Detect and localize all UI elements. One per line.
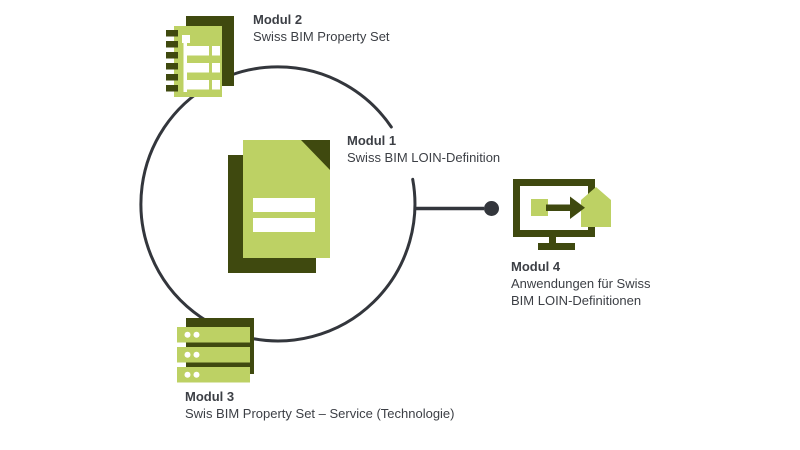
document-text-bar <box>253 218 315 232</box>
document-text-bar <box>253 198 315 212</box>
notebook-list-glyph <box>182 35 220 92</box>
house-icon <box>581 187 611 227</box>
modul4-subtitle-line2: BIM LOIN-Definitionen <box>511 293 642 308</box>
arrow-head-icon <box>570 196 585 219</box>
modul4-label: Modul 4 Anwendungen für Swiss BIM LOIN-D… <box>511 258 650 309</box>
notebook-icon <box>166 16 234 97</box>
arrow-shaft <box>546 204 572 211</box>
modul2-label: Modul 2 Swiss BIM Property Set <box>253 11 390 45</box>
document-icon <box>228 140 330 273</box>
server-shadow <box>186 318 254 374</box>
modul4-title: Modul 4 <box>511 259 561 274</box>
modul2-title: Modul 2 <box>253 12 303 27</box>
modul3-title: Modul 3 <box>185 389 235 404</box>
modul3-label: Modul 3 Swis BIM Property Set – Service … <box>185 388 455 422</box>
modul1-label: Modul 1 Swiss BIM LOIN-Definition <box>347 132 500 166</box>
document-fold <box>301 140 330 170</box>
monitor-icon <box>513 179 611 250</box>
modul4-subtitle-line1: Anwendungen für Swiss <box>511 276 651 291</box>
data-square <box>531 199 548 216</box>
modul1-title: Modul 1 <box>347 133 397 148</box>
module-circle-arc <box>139 65 417 343</box>
notebook-binder-tabs <box>166 30 178 92</box>
modul3-subtitle: Swis BIM Property Set – Service (Technol… <box>185 406 455 421</box>
monitor-stand-base <box>538 243 575 250</box>
connector-dot <box>484 201 499 216</box>
server-units <box>177 327 250 383</box>
modul2-subtitle: Swiss BIM Property Set <box>253 29 390 44</box>
server-icon <box>177 318 254 383</box>
modul1-subtitle: Swiss BIM LOIN-Definition <box>347 150 501 165</box>
